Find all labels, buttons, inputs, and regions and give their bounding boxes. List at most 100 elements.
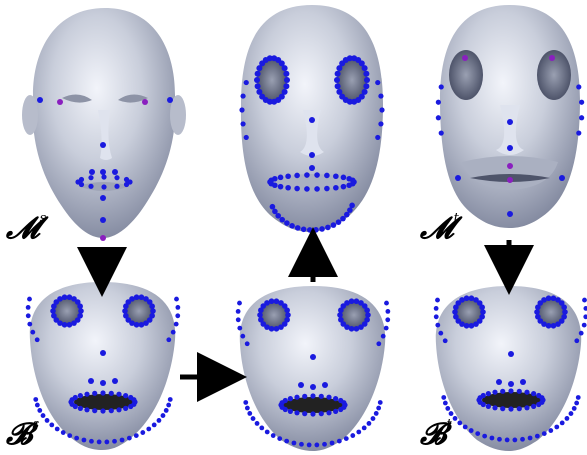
landmark-dot (574, 401, 579, 406)
landmark-dot (254, 77, 260, 83)
landmark-dot (385, 317, 390, 322)
landmark-dot (67, 322, 73, 328)
landmark-dot (574, 338, 579, 343)
landmark-dot (45, 418, 50, 423)
landmark-dot (336, 219, 342, 225)
label-target-mesh-sup: t (454, 211, 459, 226)
landmark-dot (371, 416, 376, 421)
landmark-dot (443, 338, 448, 343)
landmark-dot (385, 309, 390, 314)
landmark-dot (100, 380, 106, 386)
landmark-dot (88, 175, 93, 180)
landmark-dot (333, 409, 338, 414)
landmark-dot (576, 84, 581, 89)
landmark-dot (123, 393, 128, 398)
landmark-dot (349, 298, 355, 304)
landmark-dot (283, 71, 289, 77)
landmark-dot (496, 379, 502, 385)
landmark-dot (344, 436, 349, 441)
landmark-dot (524, 390, 529, 395)
landmark-dot (272, 176, 278, 182)
landmark-dot (443, 401, 448, 406)
landmark-dot (27, 297, 32, 302)
landmark-dot (508, 381, 514, 387)
landmark-dot (452, 309, 458, 315)
landmark-dot (100, 350, 106, 356)
landmark-dot (134, 294, 140, 300)
landmark-dot (51, 313, 57, 319)
landmark-dot (37, 408, 42, 413)
landmark-dot (292, 441, 297, 446)
landmark-dot (274, 326, 280, 332)
landmark-dot (340, 216, 346, 222)
landmark-dot (50, 308, 56, 314)
landmark-dot (579, 331, 584, 336)
landmark-dot (295, 225, 301, 231)
landmark-dot (325, 225, 331, 231)
landmark-dot (237, 326, 242, 331)
landmark-dot (524, 405, 529, 410)
landmark-dot (338, 317, 344, 323)
landmark-dot (245, 406, 250, 411)
landmark-dot (140, 430, 145, 435)
landmark-dot (283, 398, 288, 403)
landmark-dot (335, 71, 341, 77)
landmark-dot (285, 173, 291, 179)
landmark-dot (576, 395, 581, 400)
landmark-dot (104, 440, 109, 445)
landmark-dot (362, 65, 368, 71)
landmark-dot (548, 428, 553, 433)
landmark-dot (363, 71, 369, 77)
landmark-dot (243, 400, 248, 405)
landmark-dot (164, 408, 169, 413)
landmark-dot (333, 173, 339, 179)
deformed-base-mesh (236, 286, 391, 451)
landmark-dot (453, 314, 459, 320)
landmark-dot (82, 438, 87, 443)
target-base-mesh (434, 286, 587, 451)
landmark-dot (338, 407, 343, 412)
landmark-dot (520, 379, 526, 385)
landmark-dot (289, 223, 295, 229)
landmark-dot (277, 436, 282, 441)
landmark-dot (508, 351, 514, 357)
landmark-dot (282, 65, 288, 71)
landmark-dot (251, 416, 256, 421)
landmark-dot (326, 410, 331, 415)
label-source-base-symbol: 𝓑 (6, 417, 32, 452)
landmark-dot (482, 434, 487, 439)
landmark-dot (350, 433, 355, 438)
landmark-dot (116, 392, 121, 397)
landmark-dot (257, 312, 263, 318)
landmark-dot (120, 438, 125, 443)
landmark-dot (236, 309, 241, 314)
landmark-dot (324, 186, 330, 192)
landmark-dot (92, 391, 97, 396)
landmark-dot (78, 393, 83, 398)
label-source-base-sup: s (32, 417, 39, 432)
landmark-dot (100, 169, 106, 175)
landmark-dot (258, 317, 264, 323)
landmark-dot (100, 235, 106, 241)
landmark-dot (101, 174, 106, 179)
landmark-dot (27, 322, 32, 327)
landmark-dot (166, 337, 171, 342)
landmark-dot (576, 130, 581, 135)
landmark-dot (270, 204, 276, 210)
landmark-dot (67, 433, 72, 438)
landmark-dot (112, 169, 118, 175)
landmark-dot (507, 145, 513, 151)
landmark-dot (436, 100, 441, 105)
label-target-base-symbol: 𝓑 (420, 417, 446, 452)
landmark-dot (572, 406, 577, 411)
landmark-dot (304, 186, 310, 192)
landmark-dot (497, 437, 502, 442)
landmark-dot (310, 411, 315, 416)
landmark-dot (100, 217, 106, 223)
landmark-dot (349, 203, 355, 209)
landmark-dot (336, 89, 342, 95)
landmark-dot (559, 175, 565, 181)
landmark-dot (310, 393, 315, 398)
landmark-dot (486, 391, 491, 396)
